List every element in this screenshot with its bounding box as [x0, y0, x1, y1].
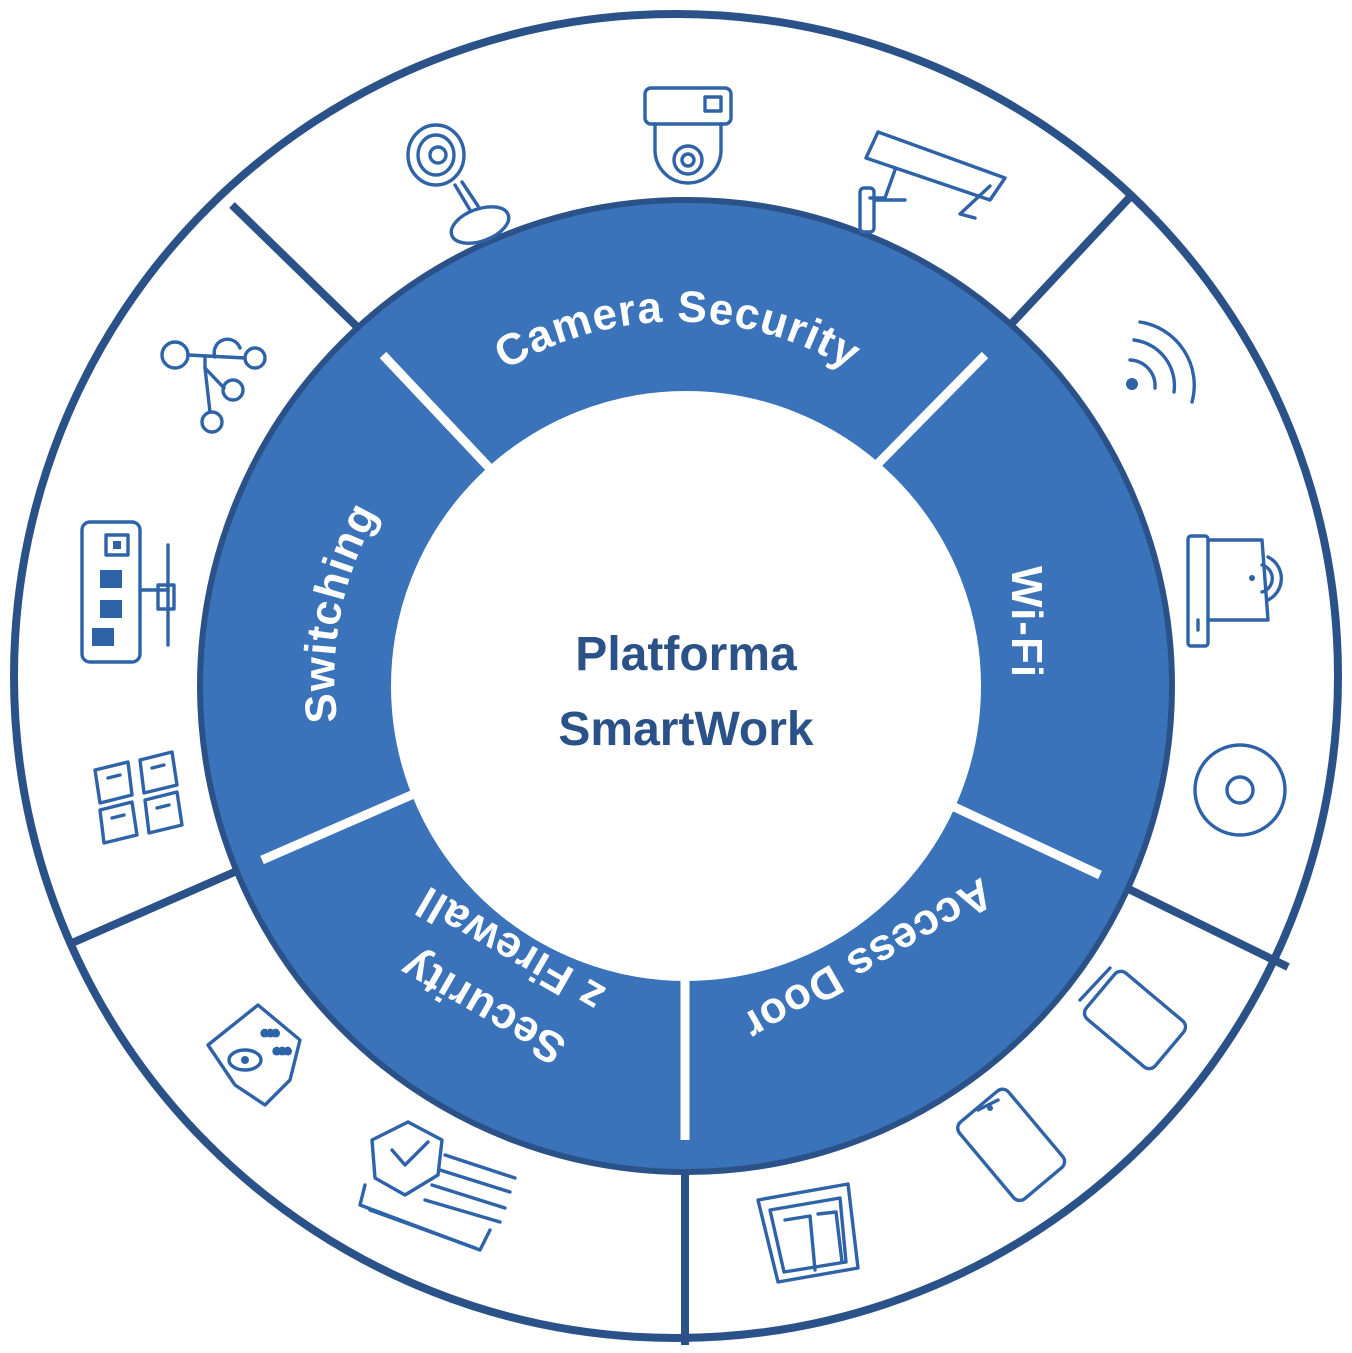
segment-label-wifi: Wi-Fi [1002, 566, 1051, 678]
wifi-router-icon [1186, 534, 1284, 648]
ring-dividers [260, 351, 1102, 1140]
access-point-icon [1193, 743, 1287, 837]
firewall-shield-icon [358, 1120, 517, 1252]
center-title-line1: Platforma [575, 628, 797, 681]
dome-camera-icon [643, 86, 733, 185]
service-ring-outline [197, 197, 1175, 1175]
card-reader-icon [1078, 966, 1188, 1071]
network-topology-icon [160, 337, 267, 434]
center-title-line2: SmartWork [558, 703, 813, 756]
webcam-icon [406, 123, 511, 245]
wifi-signal-icon [1126, 320, 1196, 404]
network-switch-icon [80, 520, 176, 664]
cctv-camera-icon [858, 130, 1007, 234]
svg-text:***: *** [274, 1045, 291, 1061]
ethernet-ports-icon [93, 750, 184, 845]
password-shield-icon: *** *** [206, 1003, 302, 1107]
keycard-icon [956, 1087, 1067, 1203]
center-circle [434, 434, 938, 938]
door-panel-icon [756, 1182, 860, 1284]
svg-text:***: *** [262, 1027, 279, 1043]
